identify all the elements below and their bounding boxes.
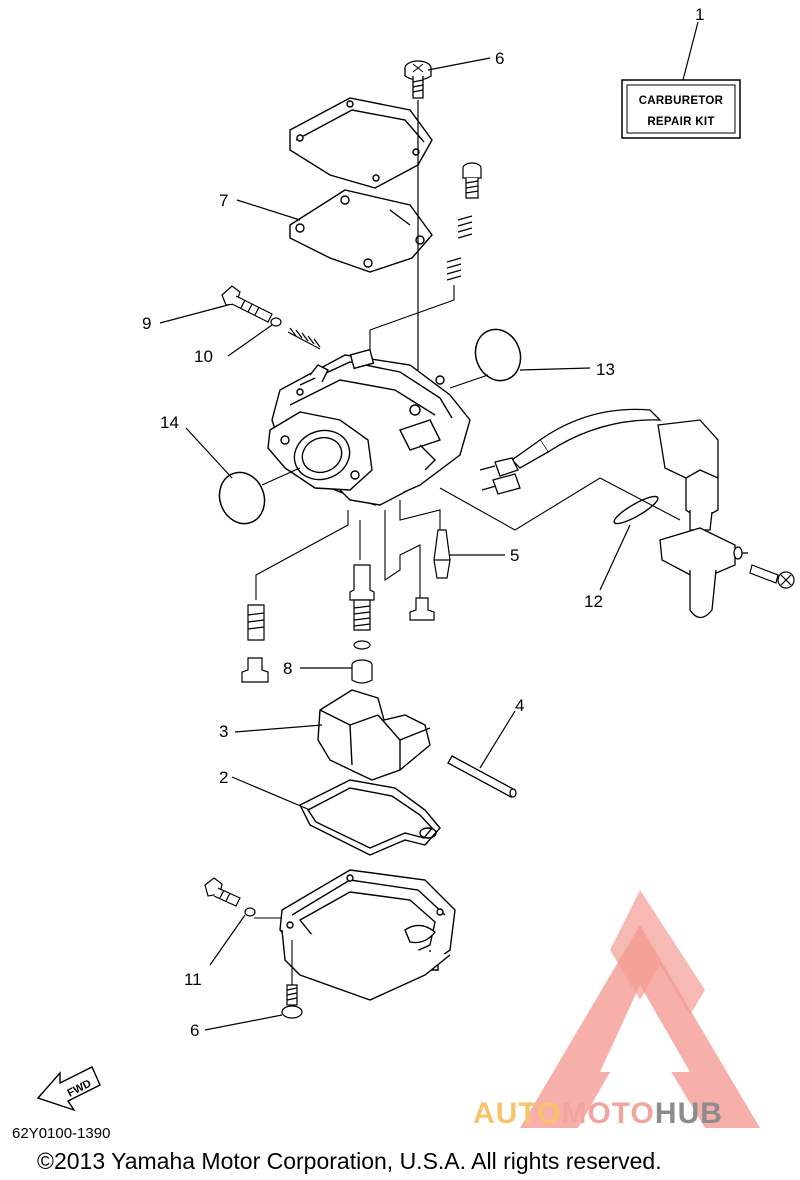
float-pin-4: [447, 755, 517, 798]
jet-leader-lines: [255, 500, 441, 600]
drain-screw: [204, 877, 256, 917]
leader-oring13: [449, 374, 489, 389]
diagram-part-code: 62Y0100-1390: [12, 1125, 111, 1142]
callout-7: 7: [219, 191, 228, 210]
watermark-logo: [520, 890, 760, 1128]
copyright-notice: ©2013 Yamaha Motor Corporation, U.S.A. A…: [37, 1148, 662, 1174]
solenoid-screw: [749, 564, 795, 589]
callout-leaders: [159, 21, 699, 1031]
hose-12: [613, 495, 659, 525]
callout-8: 8: [283, 659, 292, 678]
o-ring-13: [474, 328, 522, 382]
callout-numbers: 1 2 3 4 5 6 6 7 8 9 10 11 12 13 14: [142, 5, 704, 1040]
repair-kit-box: CARBURETOR REPAIR KIT: [621, 79, 741, 139]
callout-2: 2: [219, 768, 228, 787]
callout-13: 13: [596, 360, 615, 379]
o-ring-14: [218, 471, 266, 525]
float-bowl-gasket-2: [299, 779, 441, 856]
watermark-hub: HUB: [654, 1097, 723, 1130]
top-cover-plate: [289, 97, 433, 189]
float-3: [317, 689, 431, 781]
repair-kit-line1: CARBURETOR: [639, 95, 724, 107]
carburetor-body: [267, 348, 471, 506]
fwd-arrow-icon: FWD: [36, 1066, 101, 1112]
jet-parts: [241, 529, 451, 684]
callout-10: 10: [194, 347, 213, 366]
watermark-moto: MOTO: [561, 1097, 655, 1130]
callout-14: 14: [160, 413, 179, 432]
repair-kit-line2: REPAIR KIT: [647, 116, 714, 128]
callout-1: 1: [695, 5, 704, 24]
callout-5: 5: [510, 546, 519, 565]
watermark-text: AUTOMOTOHUB: [473, 1097, 723, 1131]
leader-oring14: [261, 467, 301, 486]
callout-3: 3: [219, 722, 228, 741]
gasket-plate: [289, 189, 433, 273]
throttle-stop-screw: [221, 285, 282, 327]
callout-6-bottom: 6: [190, 1021, 199, 1040]
leader-hose: [439, 477, 681, 531]
watermark-auto: AUTO: [473, 1097, 562, 1130]
float-bowl: [279, 869, 456, 1001]
callout-11: 11: [184, 970, 202, 989]
bottom-screw: [281, 984, 303, 1019]
solenoid-assembly: [479, 408, 748, 619]
top-screw: [404, 60, 432, 99]
pilot-screw-right: [446, 162, 482, 281]
throttle-spring: [287, 327, 321, 350]
callout-4: 4: [515, 696, 524, 715]
callout-12: 12: [584, 592, 603, 611]
callout-9: 9: [142, 314, 151, 333]
leader-spring: [369, 285, 455, 352]
callout-6-top: 6: [495, 49, 504, 68]
